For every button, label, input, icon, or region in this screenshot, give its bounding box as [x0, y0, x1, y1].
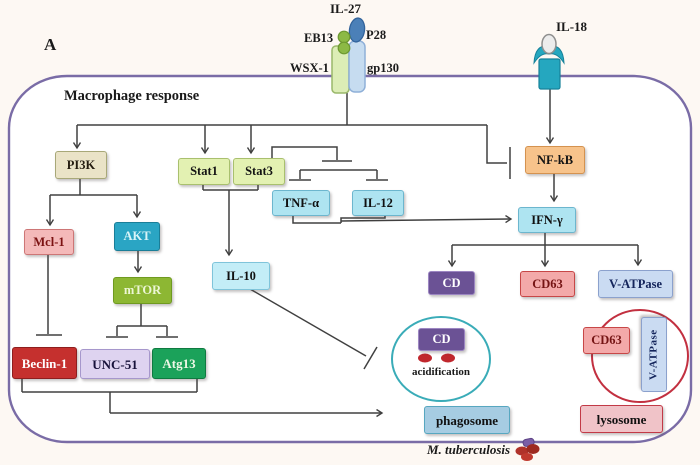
p28-label: P28	[366, 28, 387, 42]
node-akt: AKT	[114, 222, 160, 251]
wsx1-label: WSX-1	[290, 61, 329, 75]
gp130-label: gp130	[367, 61, 399, 75]
lysosome-v-atpase-marker: V-ATPase	[641, 317, 667, 392]
acidification-dots-icon	[418, 353, 455, 363]
membrane-label: Macrophage response	[64, 88, 200, 104]
lysosome-label-box: lysosome	[580, 405, 663, 433]
node-v-atpase: V-ATPase	[598, 270, 673, 298]
eb13-label: EB13	[304, 31, 334, 45]
phagosome-circle	[391, 316, 491, 402]
phagosome-label-box: phagosome	[424, 406, 510, 434]
node-stat1: Stat1	[178, 158, 230, 185]
node-unc51: UNC-51	[80, 349, 150, 379]
il18-receptor-icon	[533, 33, 565, 90]
node-cd63: CD63	[520, 271, 575, 297]
node-il12: IL-12	[352, 190, 404, 216]
bacteria-icon	[515, 437, 540, 461]
phagosome-cd-marker: CD	[418, 328, 465, 351]
node-tnf-alpha: TNF-α	[272, 190, 330, 216]
node-mcl1: Mcl-1	[24, 229, 74, 255]
node-beclin1: Beclin-1	[12, 347, 77, 379]
lysosome-circle	[591, 309, 689, 403]
node-ifn-gamma: IFN-γ	[518, 207, 576, 233]
il27-receptor-icon	[331, 17, 366, 94]
node-cd: CD	[428, 271, 475, 295]
panel-label: A	[44, 35, 57, 54]
node-mtor: mTOR	[113, 277, 172, 304]
node-nfkb: NF-kB	[525, 146, 585, 174]
node-il10: IL-10	[212, 262, 270, 290]
node-stat3: Stat3	[233, 158, 285, 185]
il27-ligand-label: IL-27	[330, 1, 362, 16]
node-atg13: Atg13	[152, 348, 206, 379]
pathway-connectors	[21, 89, 638, 413]
node-pi3k: PI3K	[55, 151, 107, 179]
lysosome-cd63-marker: CD63	[583, 327, 630, 354]
il18-ligand-label: IL-18	[556, 19, 588, 34]
pathogen-label: M. tuberculosis	[427, 442, 511, 457]
cell-membrane-outline	[7, 74, 693, 444]
acidification-label: acidification	[411, 366, 471, 378]
